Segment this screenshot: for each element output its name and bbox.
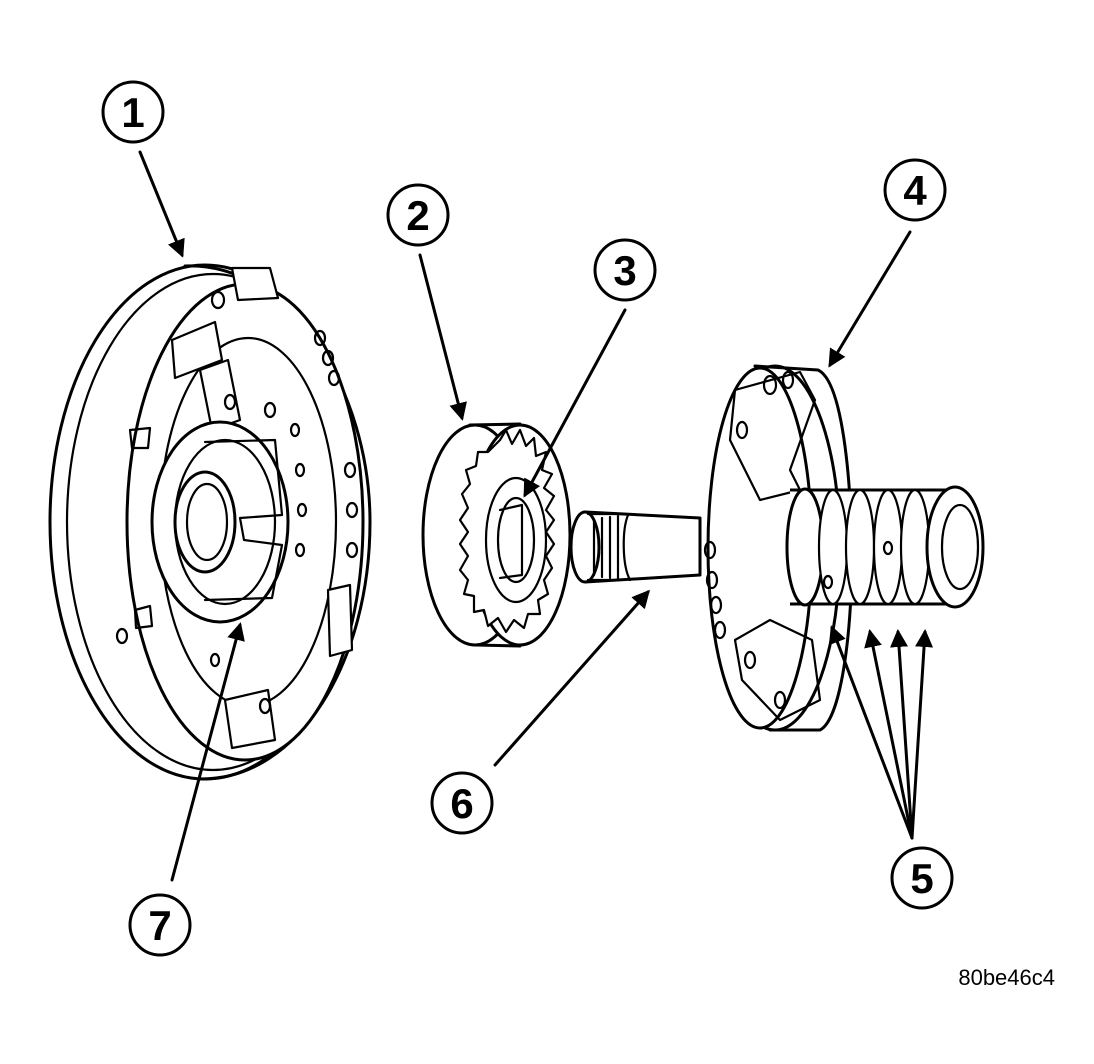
callout-2: 2 xyxy=(386,183,450,247)
callout-5: 5 xyxy=(890,846,954,910)
callout-6-label: 6 xyxy=(450,780,473,827)
pump-body xyxy=(48,263,372,781)
callout-3: 3 xyxy=(593,238,657,302)
callout-1-label: 1 xyxy=(121,89,144,136)
callout-5-label: 5 xyxy=(910,855,933,902)
callout-1: 1 xyxy=(101,80,165,144)
figure-code: 80be46c4 xyxy=(958,965,1055,990)
callout-2-label: 2 xyxy=(406,192,429,239)
callout-7: 7 xyxy=(128,893,192,957)
callout-4-label: 4 xyxy=(903,167,927,214)
leader-arrows xyxy=(138,150,934,882)
reaction-shaft-support xyxy=(703,364,985,732)
callout-3-label: 3 xyxy=(613,247,636,294)
callout-6: 6 xyxy=(430,771,494,835)
pump-gears xyxy=(421,422,572,648)
shaft xyxy=(569,510,702,584)
callout-7-label: 7 xyxy=(148,902,171,949)
callout-4: 4 xyxy=(883,158,947,222)
